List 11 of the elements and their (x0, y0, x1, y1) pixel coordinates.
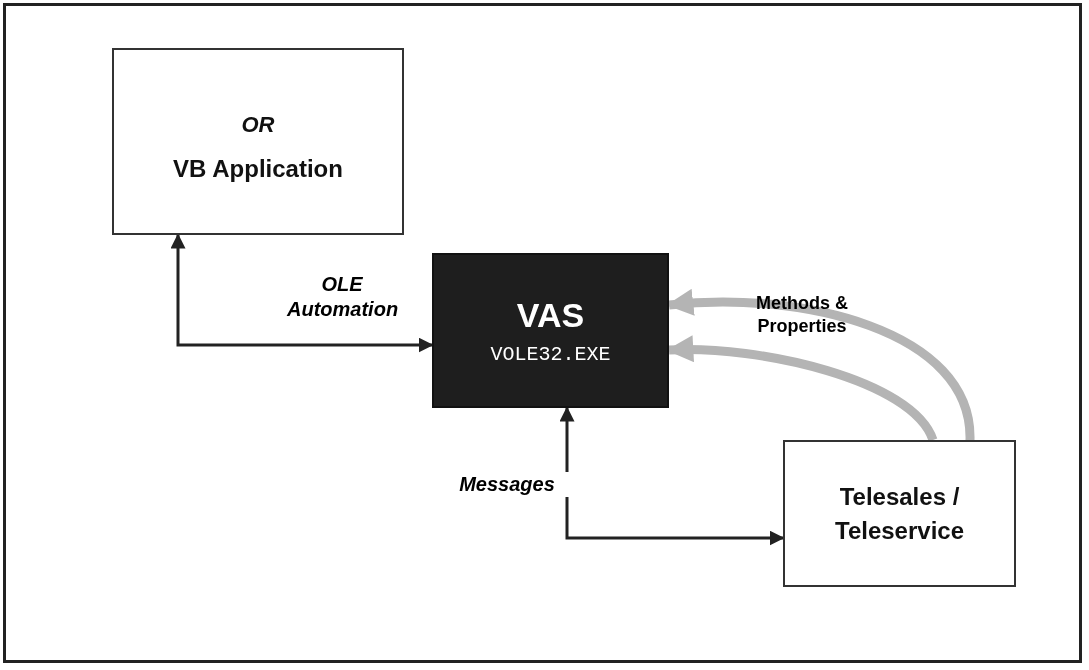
node-title: VAS (516, 295, 585, 335)
node-text: VB Application (172, 153, 344, 184)
server-box (432, 253, 669, 408)
process-box (783, 440, 1016, 587)
node-text: OR (241, 111, 275, 138)
edge-label: Methods & Properties (755, 292, 849, 337)
node-text: Telesales / Teleservice (834, 481, 965, 546)
connector-arrow (170, 233, 434, 353)
process-box (112, 48, 404, 235)
connector-arrow (559, 406, 785, 546)
file-name: VOLE32.EXE (490, 342, 611, 366)
